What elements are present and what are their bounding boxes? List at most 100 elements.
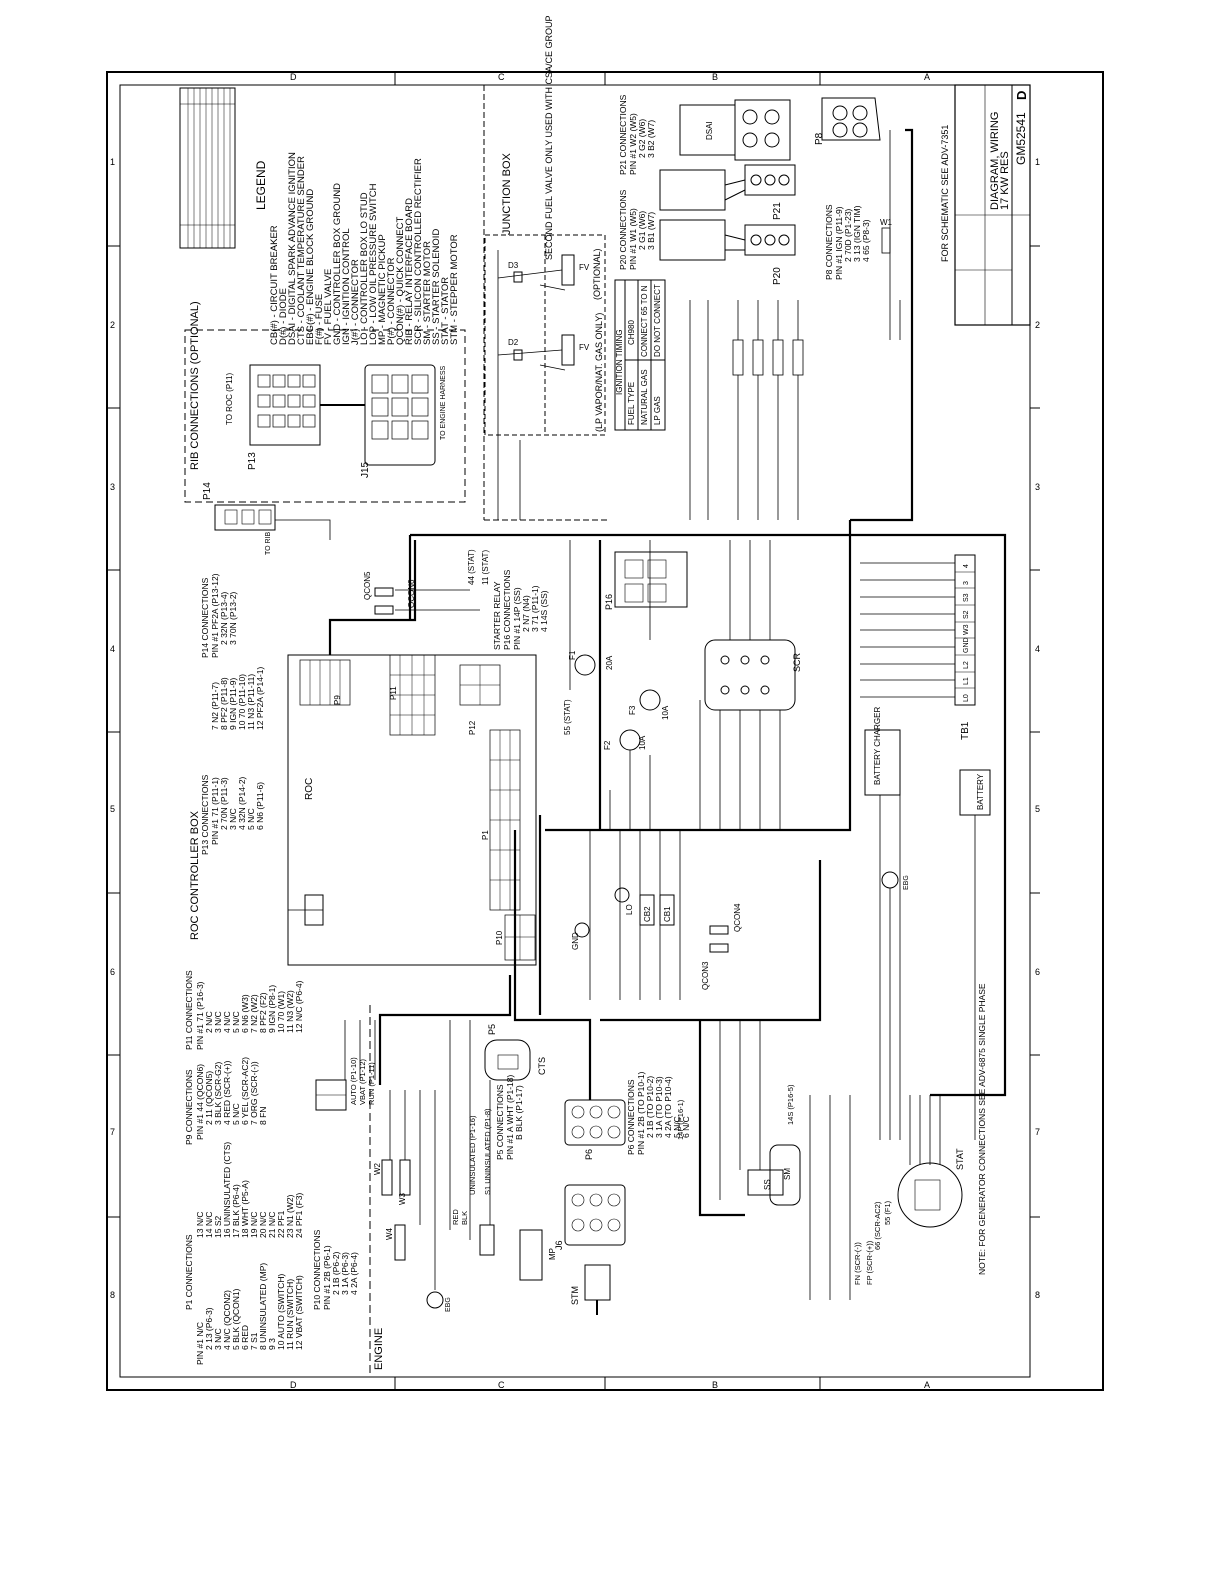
revision-letter: D xyxy=(1014,91,1029,100)
ignition-col-header: FUEL TYPE xyxy=(627,382,636,425)
legend-item: MP - MAGNETIC PICKUP xyxy=(377,234,388,345)
junction-box: JUNCTION BOX SECOND FUEL VALVE ONLY USED… xyxy=(483,15,610,521)
p11-label: P11 xyxy=(389,686,398,700)
zone-number-left-5: 5 xyxy=(110,804,115,814)
auto-run-switch: AUTO (P1-10) VBAT (P1-12) RUN (P1-11) xyxy=(315,1057,376,1111)
p5-row: PIN #1 A WHT (P1-18) xyxy=(505,1074,515,1160)
legend-item: SCR - SILICON CONTROLLED RECTIFIER xyxy=(413,158,424,345)
p13-row: PIN #1 71 (P11-1) xyxy=(210,777,220,845)
p1-connections: P1 CONNECTIONS PIN #1 N/C 2 13 (P6-3) 3 … xyxy=(184,1142,304,1365)
zone-number-left-8: 8 xyxy=(110,1290,115,1300)
tb1-terminal: S3 xyxy=(963,593,970,602)
p14-connector xyxy=(214,504,276,531)
roc-controller-title: ROC CONTROLLER BOX xyxy=(189,810,201,940)
ignition-cell: NATURAL GAS xyxy=(640,369,649,425)
tb1-terminal: L1 xyxy=(963,677,970,685)
p11-row: 3 N/C xyxy=(213,1011,223,1033)
p13-row: 2 70N (P11-3) xyxy=(219,777,229,830)
fuses: F1 20A 55 (STAT) F2 10A F3 10A xyxy=(563,650,670,751)
p10-row: 4 2A (P6-4) xyxy=(349,1252,359,1295)
p20-label: P20 xyxy=(772,267,783,285)
fuel-valve xyxy=(561,254,575,286)
p9-row: 2 11 (QCON5) xyxy=(204,1071,214,1125)
p6-row: 2 1B (TO P10-2) xyxy=(645,1076,655,1138)
stat-label: STAT xyxy=(955,1148,965,1170)
p11-row: 7 N2 (W2) xyxy=(249,994,259,1033)
gnd-label: GND xyxy=(571,932,580,950)
legend-item: IGN - IGNITION CONTROL xyxy=(341,228,352,345)
f3-rating: 10A xyxy=(661,705,670,720)
p1-row: 16 UNINSULATED (CTS) xyxy=(222,1142,232,1238)
zone-number-left-3: 3 xyxy=(110,482,115,492)
p5-connections-title: P5 CONNECTIONS xyxy=(495,1084,505,1160)
p1-row: 11 RUN (SWITCH) xyxy=(285,1279,295,1350)
wire-14p: 14P (P16-1) xyxy=(676,1099,685,1140)
p10-row: 2 1B (P6-2) xyxy=(331,1251,341,1295)
ebg-label: EBG xyxy=(903,875,910,890)
legend-heading: LEGEND xyxy=(254,160,268,210)
p1-row: PIN #1 N/C xyxy=(195,1322,205,1365)
ignition-table-heading: IGNITION TIMING xyxy=(615,329,624,395)
p20-p21-relays xyxy=(659,164,796,261)
legend-item: LOP - LOW OIL PRESSURE SWITCH xyxy=(368,183,379,345)
to-rib-label: TO RIB xyxy=(265,531,272,555)
zone-number-right-6: 6 xyxy=(1035,967,1040,977)
p21-connections-title: P21 CONNECTIONS xyxy=(618,94,628,175)
p13-row: 11 N3 (P11-11) xyxy=(246,674,256,730)
wire-harness xyxy=(328,128,1007,1217)
cb-lo-gnd: GND LO CB2 CB1 QCON4 QCON3 xyxy=(571,887,742,990)
title-line-1: DIAGRAM, WIRING xyxy=(989,112,1001,210)
wire-55: 55 (F1) xyxy=(883,1200,892,1225)
p1-row: 4 N/C (QCON2) xyxy=(222,1290,232,1350)
legend-item: GND - CONTROLLER BOX GROUND xyxy=(332,183,343,345)
legend-item: CB(#) - CIRCUIT BREAKER xyxy=(269,225,280,345)
fp-wire: FP (SCR-(+)) xyxy=(865,1240,874,1285)
p20-connections-title: P20 CONNECTIONS xyxy=(618,189,628,270)
diode-d2-label: D2 xyxy=(508,338,519,347)
qcon6-label: QCON6 xyxy=(407,579,416,608)
p1-row: 8 UNINSULATED (MP) xyxy=(258,1263,268,1350)
legend-item: J(#) - CONNECTOR xyxy=(350,259,361,345)
p9-row: 8 FN xyxy=(258,1107,268,1125)
p1-row: 19 N/C xyxy=(249,1212,259,1238)
j6-label: J6 xyxy=(554,1240,564,1250)
ebg-ground: EBG xyxy=(881,871,910,890)
f2-rating: 10A xyxy=(638,735,647,750)
f1-label: F1 xyxy=(568,650,577,660)
p5-row: B BLK (P1-17) xyxy=(514,1085,524,1140)
to-roc-label: TO ROC (P11) xyxy=(225,373,234,425)
p1-row: 14 N/C xyxy=(204,1212,214,1238)
p9-row: 4 RED (SCR-(+)) xyxy=(222,1060,232,1125)
legend-item: QCON(#) - QUICK CONNECT xyxy=(395,217,406,345)
p9-row: 6 YEL (SCR-AC2) xyxy=(240,1057,250,1125)
p5-cts: P5 CTS UNINSULATED (P1-16) S1 UNINSULATE… xyxy=(468,1024,547,1195)
p6-connections: P6 CONNECTIONS PIN #1 2B (TO P10-1) 2 1B… xyxy=(626,1071,691,1155)
p16-label: P16 xyxy=(604,594,614,610)
ignition-cell: CONNECT 65 TO N xyxy=(640,285,649,357)
battery-label: BATTERY xyxy=(976,773,985,810)
legend-item: SS - STARTER SOLENOID xyxy=(431,229,442,345)
junction-box-label: JUNCTION BOX xyxy=(501,152,513,235)
wire-55-stat: 55 (STAT) xyxy=(563,699,572,735)
engine-ebg-label: EBG xyxy=(445,1297,452,1312)
run-wire: RUN (P1-11) xyxy=(367,1062,376,1105)
stm-label: STM xyxy=(570,1286,580,1305)
p1-row: 13 N/C xyxy=(195,1212,205,1238)
ignition-cell: DO NOT CONNECT xyxy=(653,284,662,357)
p13-row: 5 N/C xyxy=(246,808,256,830)
ss-label: SS xyxy=(763,1179,772,1190)
zone-number-left-2: 2 xyxy=(110,320,115,330)
stat-note: NOTE: FOR GENERATOR CONNECTIONS SEE ADV-… xyxy=(977,983,987,1275)
zone-number-right-5: 5 xyxy=(1035,804,1040,814)
tb1-terminal: S2 xyxy=(963,610,970,619)
p6-row: 4 2A (TO P10-4) xyxy=(663,1076,673,1138)
p21-row: PIN #1 W2 (W5) xyxy=(628,113,638,175)
p14-row: PIN #1 PF2A (P13-12) xyxy=(210,573,220,658)
p21-label: P21 xyxy=(772,202,783,220)
legend-item: STAT - STATOR xyxy=(440,277,451,345)
qcon4-label: QCON4 xyxy=(733,903,742,932)
legend-item: SM - STARTER MOTOR xyxy=(422,241,433,345)
p1-row: 7 S1 xyxy=(249,1332,259,1350)
battery-charger-label: BATTERY CHARGER xyxy=(873,707,882,785)
p9-row: PIN #1 44 (QCON6) xyxy=(195,1064,205,1140)
